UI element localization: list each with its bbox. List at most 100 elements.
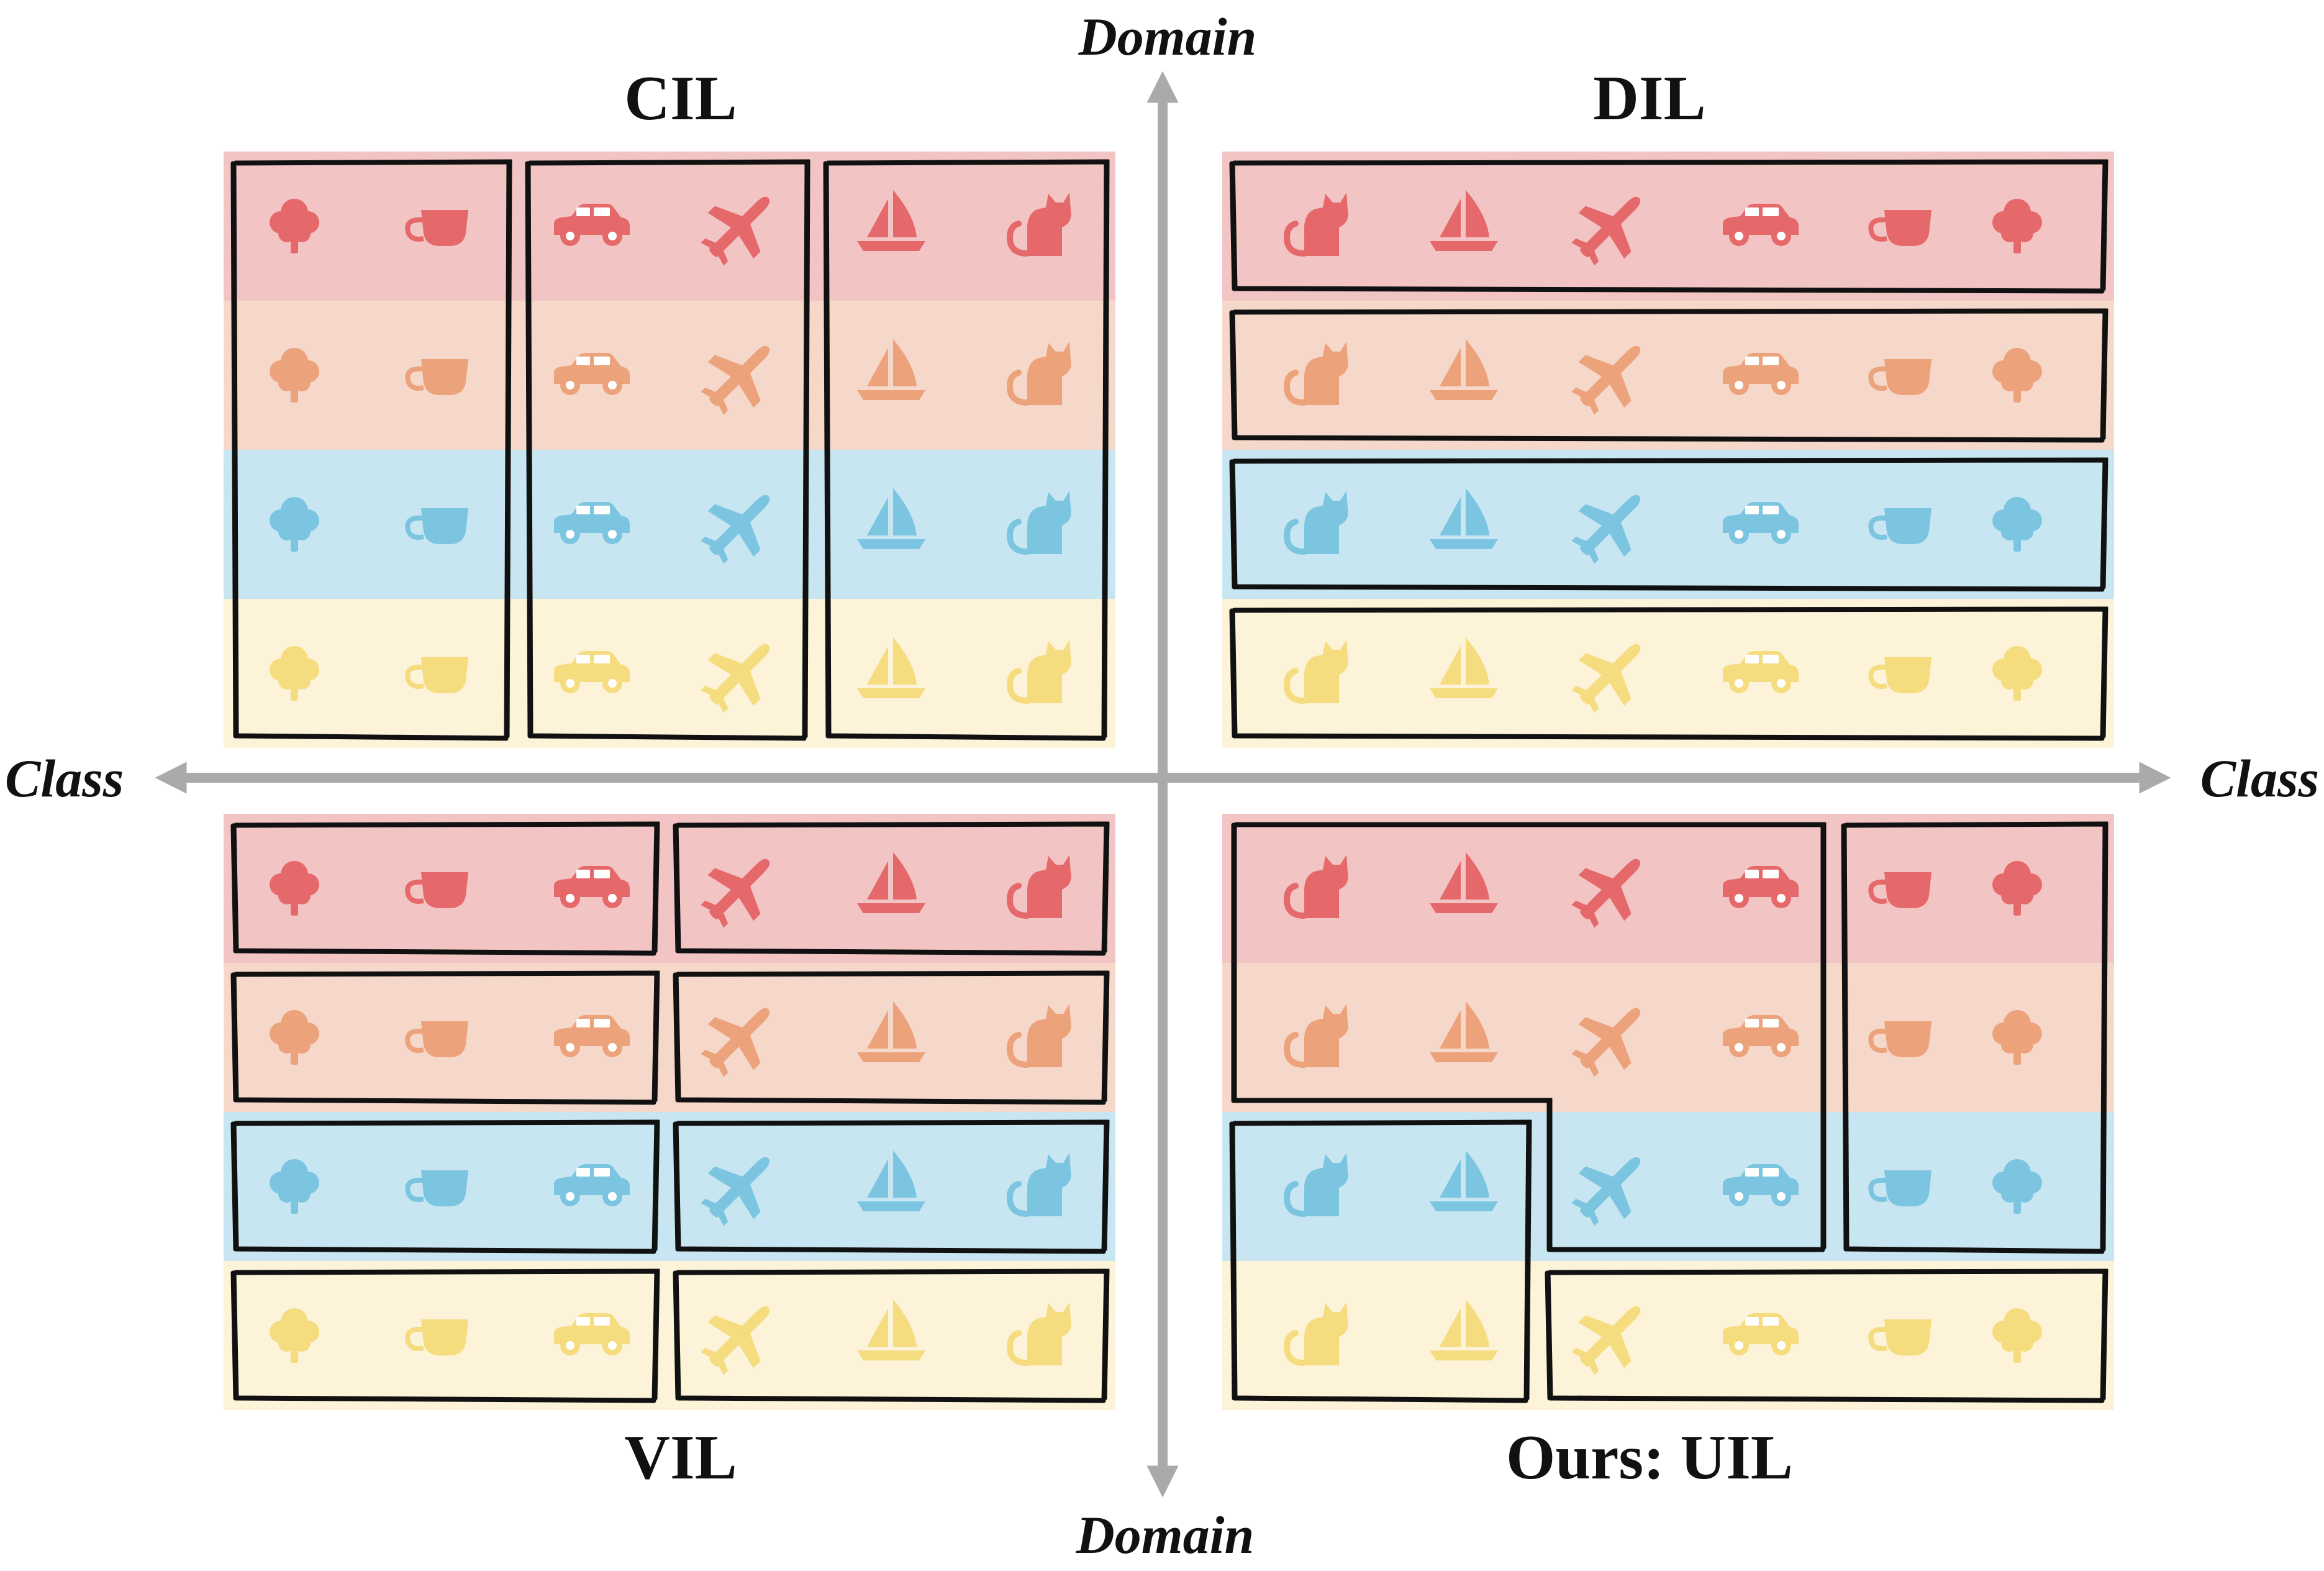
task-group-outline-sketch bbox=[1548, 1268, 2108, 1400]
task-group-outline-sketch bbox=[676, 970, 1110, 1102]
panel-title-dil: DIL bbox=[1593, 63, 1705, 134]
cat-icon bbox=[1006, 1004, 1071, 1068]
airplane-icon bbox=[1571, 644, 1641, 713]
car-icon bbox=[1723, 1313, 1799, 1355]
sailboat-icon bbox=[857, 1150, 925, 1211]
task-group-outline-sketch bbox=[529, 159, 810, 738]
task-group-outline bbox=[1229, 160, 2107, 294]
tree-icon bbox=[270, 1159, 319, 1214]
airplane-icon bbox=[1571, 345, 1641, 415]
car-icon bbox=[554, 502, 630, 544]
task-group-outline-sketch bbox=[234, 159, 512, 738]
car-icon bbox=[1723, 651, 1799, 693]
sailboat-icon bbox=[857, 1001, 925, 1062]
domain-band-blue bbox=[224, 1112, 1115, 1261]
domain-band-orange bbox=[1222, 301, 2114, 450]
car-icon bbox=[554, 353, 630, 395]
panel-cil bbox=[224, 152, 1115, 748]
task-group-outline bbox=[230, 160, 511, 741]
axis-label-left: Class bbox=[5, 749, 124, 808]
domain-band-red bbox=[1222, 152, 2114, 301]
cat-icon bbox=[1006, 193, 1071, 257]
domain-band-red bbox=[224, 814, 1115, 963]
car-icon bbox=[1723, 502, 1799, 544]
domain-band-yellow bbox=[1222, 1261, 2114, 1410]
panel-title-uil: Ours: UIL bbox=[1506, 1423, 1793, 1493]
task-group-outline bbox=[1229, 1120, 1531, 1403]
airplane-icon bbox=[701, 644, 770, 713]
task-group-outline bbox=[1841, 822, 2107, 1254]
task-group-outline-sketch bbox=[1233, 159, 2108, 291]
cat-icon bbox=[1006, 1302, 1071, 1366]
cup-icon bbox=[405, 1021, 468, 1057]
task-group-outline-sketch bbox=[676, 821, 1110, 953]
sailboat-icon bbox=[1430, 488, 1498, 549]
domain-band-orange bbox=[1222, 963, 2114, 1112]
tree-icon bbox=[270, 348, 319, 403]
sailboat-icon bbox=[857, 339, 925, 400]
task-group-outline-sketch bbox=[1233, 1119, 1532, 1400]
airplane-icon bbox=[701, 1008, 770, 1077]
cup-icon bbox=[1868, 508, 1931, 544]
tree-icon bbox=[1992, 1159, 2042, 1214]
task-group-outline bbox=[673, 1269, 1109, 1403]
car-icon bbox=[1723, 204, 1799, 246]
task-group-outline bbox=[1231, 822, 1825, 1252]
car-icon bbox=[1723, 1015, 1799, 1057]
axis-label-bottom: Domain bbox=[1076, 1505, 1255, 1565]
sailboat-icon bbox=[857, 637, 925, 698]
cat-icon bbox=[1283, 1004, 1348, 1068]
cat-icon bbox=[1283, 855, 1348, 919]
panel-vil bbox=[224, 814, 1115, 1410]
cup-icon bbox=[405, 872, 468, 908]
task-group-outline-sketch bbox=[1235, 822, 1827, 1249]
cat-icon bbox=[1006, 342, 1071, 406]
domain-band-yellow bbox=[1222, 599, 2114, 748]
sailboat-icon bbox=[1430, 190, 1498, 251]
airplane-icon bbox=[701, 1157, 770, 1226]
airplane-icon bbox=[701, 196, 770, 266]
task-group-outline-sketch bbox=[676, 1268, 1110, 1400]
task-group-outline bbox=[230, 822, 659, 956]
sailboat-icon bbox=[1430, 637, 1498, 698]
cat-icon bbox=[1283, 1302, 1348, 1366]
task-group-outline-sketch bbox=[1233, 308, 2108, 440]
domain-band-blue bbox=[1222, 450, 2114, 599]
task-group-outline-sketch bbox=[234, 970, 660, 1102]
cup-icon bbox=[405, 1319, 468, 1355]
cup-icon bbox=[1868, 359, 1931, 395]
task-group-outline-sketch bbox=[234, 1268, 660, 1400]
sailboat-icon bbox=[1430, 1150, 1498, 1211]
domain-band-red bbox=[1222, 814, 2114, 963]
task-group-outline bbox=[673, 822, 1109, 956]
panel-uil bbox=[1222, 814, 2114, 1410]
airplane-icon bbox=[701, 1306, 770, 1375]
sailboat-icon bbox=[857, 488, 925, 549]
sailboat-icon bbox=[1430, 339, 1498, 400]
task-group-outline bbox=[230, 971, 659, 1105]
cup-icon bbox=[405, 210, 468, 246]
car-icon bbox=[554, 1313, 630, 1355]
airplane-icon bbox=[1571, 196, 1641, 266]
airplane-icon bbox=[1571, 858, 1641, 928]
tree-icon bbox=[270, 497, 319, 552]
task-group-outline-sketch bbox=[827, 159, 1110, 738]
car-icon bbox=[554, 866, 630, 908]
cup-icon bbox=[405, 657, 468, 693]
domain-band-blue bbox=[1222, 1112, 2114, 1261]
car-icon bbox=[554, 1015, 630, 1057]
tree-icon bbox=[1992, 348, 2042, 403]
cup-icon bbox=[405, 1170, 468, 1206]
cup-icon bbox=[405, 508, 468, 544]
cat-icon bbox=[1006, 640, 1071, 704]
sailboat-icon bbox=[857, 852, 925, 913]
cat-icon bbox=[1006, 855, 1071, 919]
tree-icon bbox=[270, 1308, 319, 1363]
task-group-outline bbox=[525, 160, 809, 741]
airplane-icon bbox=[1571, 1306, 1641, 1375]
axis-label-top: Domain bbox=[1078, 7, 1257, 66]
domain-band-blue bbox=[224, 450, 1115, 599]
tree-icon bbox=[270, 861, 319, 916]
cup-icon bbox=[405, 359, 468, 395]
